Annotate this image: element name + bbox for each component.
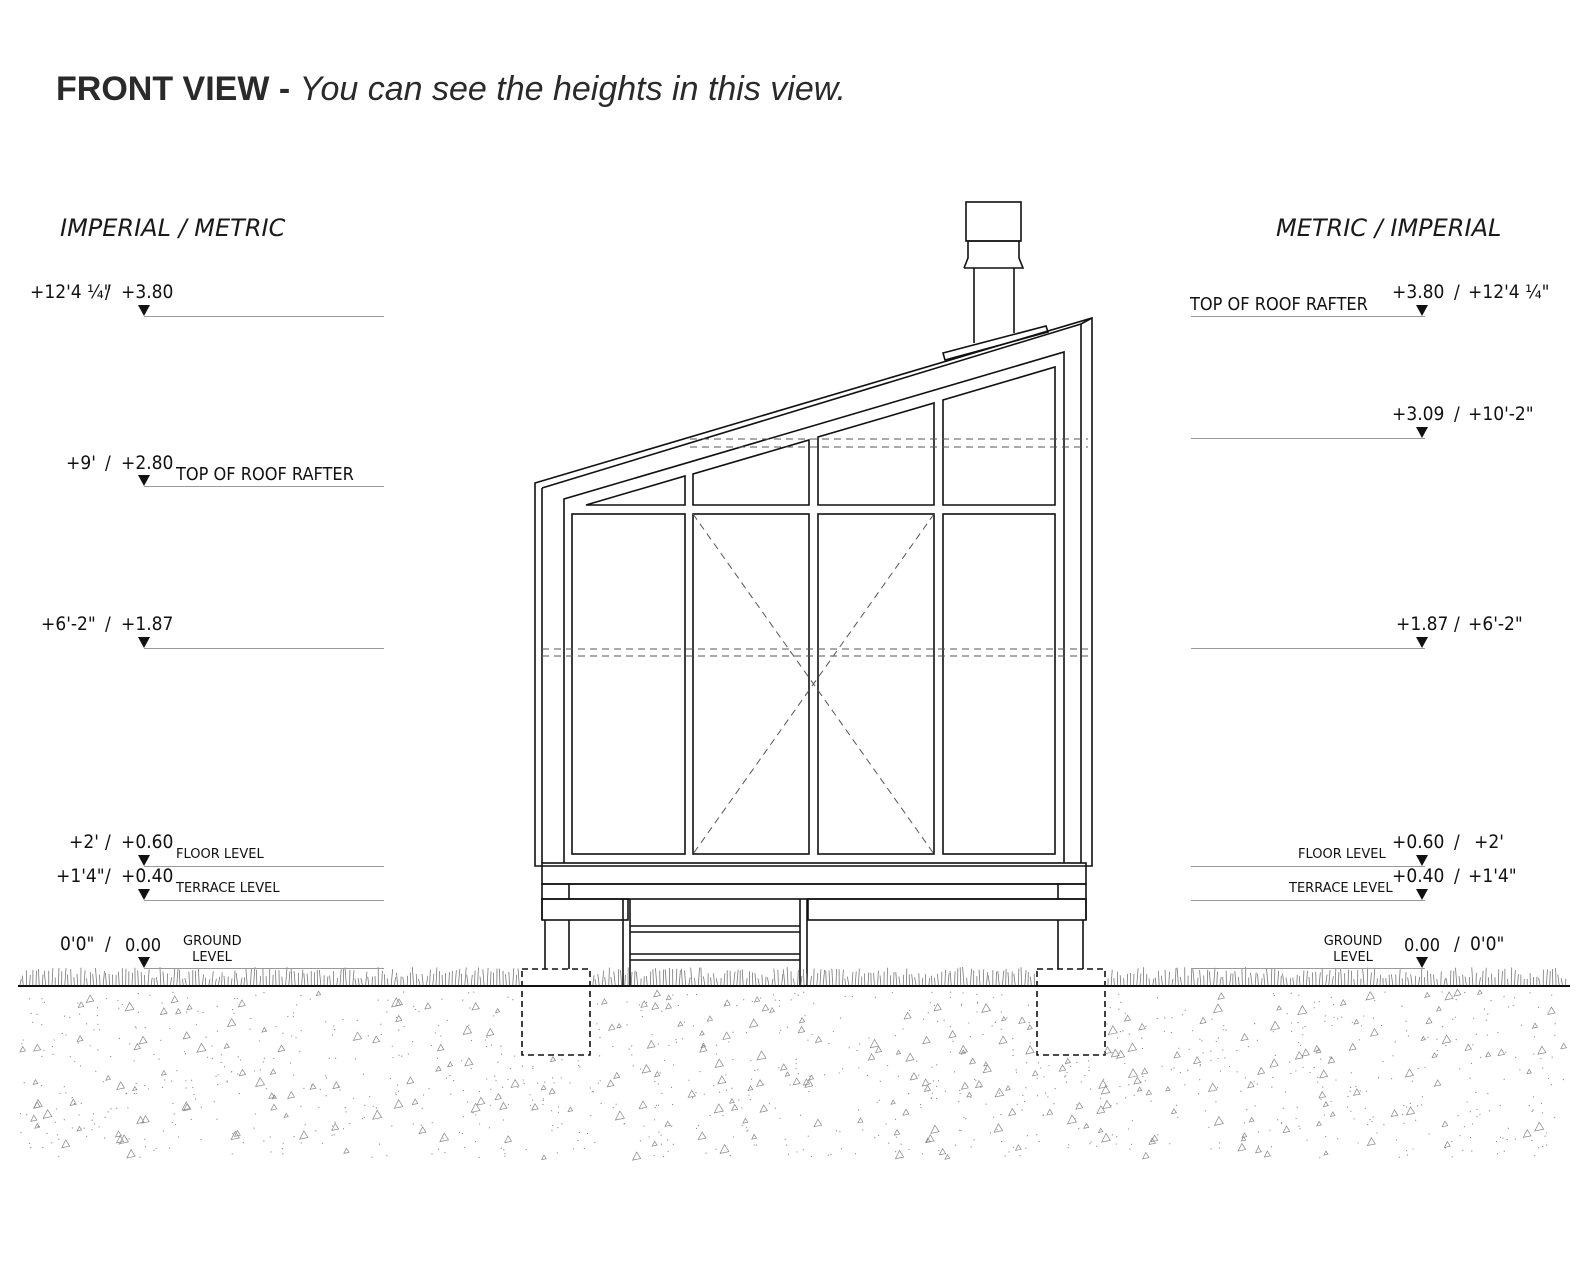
left-level-1-metric: +3.80 xyxy=(121,281,174,303)
right-level-5-metric: +0.40 xyxy=(1392,865,1445,887)
soil-texture xyxy=(19,988,1568,1161)
left-level-5-imperial: +1'4" xyxy=(56,865,105,887)
lower-pane-4 xyxy=(942,513,1056,855)
level-marker-icon xyxy=(138,305,150,316)
right-level-6-separator: / xyxy=(1454,933,1460,955)
upper-pane-1 xyxy=(585,474,686,506)
left-level-3-metric: +1.87 xyxy=(121,613,174,635)
right-level-5-label: TERRACE LEVEL xyxy=(1289,881,1393,896)
level-line-left-6 xyxy=(144,968,384,969)
left-level-5-separator: / xyxy=(105,865,111,887)
roof-flashing xyxy=(942,325,1050,361)
left-level-1-imperial: +12'4 ¼" xyxy=(30,281,112,303)
level-line-right-4 xyxy=(1191,866,1425,867)
level-marker-icon xyxy=(1416,637,1428,648)
right-level-4-metric: +0.60 xyxy=(1392,831,1445,853)
left-header: IMPERIAL / METRIC xyxy=(60,214,286,242)
title-italic: You can see the heights in this view. xyxy=(299,70,846,108)
left-footing xyxy=(521,968,591,1056)
level-marker-icon xyxy=(138,855,150,866)
right-level-4-imperial: +2' xyxy=(1474,831,1504,853)
level-line-left-2 xyxy=(144,486,384,487)
left-level-2-label: TOP OF ROOF RAFTER xyxy=(176,464,354,485)
left-level-5-label: TERRACE LEVEL xyxy=(176,881,280,896)
level-line-right-2 xyxy=(1191,438,1425,439)
page-title: FRONT VIEW - You can see the heights in … xyxy=(56,70,846,109)
frame-inner xyxy=(563,350,1065,863)
level-line-right-3 xyxy=(1191,648,1425,649)
lower-pane-2 xyxy=(692,513,810,855)
right-level-5-separator: / xyxy=(1454,865,1460,887)
level-marker-icon xyxy=(1416,427,1428,438)
left-level-3-separator: / xyxy=(105,613,111,635)
right-level-3-metric: +1.87 xyxy=(1396,613,1449,635)
upper-pane-4 xyxy=(942,365,1056,506)
left-level-6-metric: 0.00 xyxy=(125,935,162,956)
right-level-6-imperial: 0'0" xyxy=(1470,933,1505,955)
cabin-outline xyxy=(534,316,1093,867)
level-marker-icon xyxy=(138,637,150,648)
right-level-1-separator: / xyxy=(1454,281,1460,303)
right-footing xyxy=(1036,968,1106,1056)
lower-pane-3 xyxy=(817,513,935,855)
right-level-1-imperial: +12'4 ¼" xyxy=(1468,281,1550,303)
level-marker-icon xyxy=(1416,889,1428,900)
level-line-left-3 xyxy=(144,648,384,649)
level-marker-icon xyxy=(1416,855,1428,866)
level-marker-icon xyxy=(138,957,150,968)
left-level-4-imperial: +2' xyxy=(69,831,99,853)
level-line-right-1 xyxy=(1191,316,1425,317)
roof-edge-inner xyxy=(541,317,1093,489)
level-line-right-5 xyxy=(1191,900,1425,901)
terrace-beam xyxy=(541,883,1087,900)
left-level-2-separator: / xyxy=(105,452,111,474)
left-level-3-imperial: +6'-2" xyxy=(41,613,96,635)
lower-pane-1 xyxy=(571,513,686,855)
right-joist xyxy=(807,898,1087,921)
upper-pane-2 xyxy=(692,438,810,506)
left-level-6-separator: / xyxy=(105,933,111,955)
right-level-6-metric: 0.00 xyxy=(1404,935,1441,956)
right-level-4-separator: / xyxy=(1454,831,1460,853)
right-level-1-label: TOP OF ROOF RAFTER xyxy=(1190,294,1368,315)
right-level-4-label: FLOOR LEVEL xyxy=(1298,847,1386,862)
left-level-4-label: FLOOR LEVEL xyxy=(176,847,264,862)
right-header: METRIC / IMPERIAL xyxy=(1276,214,1502,242)
right-level-1-metric: +3.80 xyxy=(1392,281,1445,303)
left-level-2-metric: +2.80 xyxy=(121,452,174,474)
right-level-2-separator: / xyxy=(1454,403,1460,425)
door-swing-2 xyxy=(692,513,935,855)
level-line-left-5 xyxy=(144,900,384,901)
level-marker-icon xyxy=(138,889,150,900)
left-level-4-metric: +0.60 xyxy=(121,831,174,853)
chimney-collar xyxy=(963,240,1025,269)
level-line-left-4 xyxy=(144,866,384,867)
right-level-3-imperial: +6'-2" xyxy=(1468,613,1523,635)
left-level-4-separator: / xyxy=(105,831,111,853)
left-level-6-imperial: 0'0" xyxy=(60,933,95,955)
right-level-5-imperial: +1'4" xyxy=(1468,865,1517,887)
level-line-right-6 xyxy=(1191,968,1425,969)
chimney-cap xyxy=(965,201,1022,242)
upper-pane-3 xyxy=(817,401,935,506)
level-marker-icon xyxy=(1416,305,1428,316)
right-level-3-separator: / xyxy=(1454,613,1460,635)
title-bold: FRONT VIEW - xyxy=(56,70,291,108)
level-line-left-1 xyxy=(144,316,384,317)
right-level-2-imperial: +10'-2" xyxy=(1468,403,1534,425)
left-level-2-imperial: +9' xyxy=(66,452,96,474)
level-marker-icon xyxy=(1416,957,1428,968)
left-level-1-separator: / xyxy=(105,281,111,303)
grass-texture xyxy=(19,967,1567,986)
left-joist xyxy=(541,898,629,921)
level-marker-icon xyxy=(138,475,150,486)
left-level-5-metric: +0.40 xyxy=(121,865,174,887)
right-level-2-metric: +3.09 xyxy=(1392,403,1445,425)
